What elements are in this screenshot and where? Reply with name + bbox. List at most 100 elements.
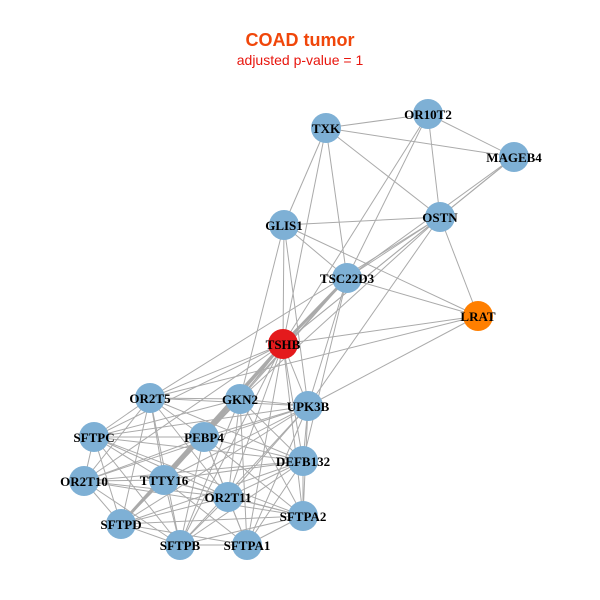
node-circle [135,383,165,413]
node-label: MAGEB4 [486,150,542,165]
node-label: UPK3B [287,399,330,414]
node-circle [288,446,318,476]
edge-TSC22D3-DEFB132 [302,277,348,462]
node-label: SFTPA1 [224,538,271,553]
edge-TXK-GLIS1 [283,127,327,226]
edge-LRAT-TSHB [282,315,479,345]
node-tshb: TSHB [266,329,301,359]
edge-TSHB-OR2T11 [227,343,284,498]
edge-GKN2-OR2T11 [227,398,241,498]
node-circle [232,530,262,560]
edge-OR2T11-SFTPD [120,496,229,525]
edge-OR10T2-OSTN [427,113,441,218]
edge-DEFB132-SFTPA1 [246,460,304,546]
edge-TTTY16-SFTPA1 [163,479,248,546]
edge-TSHB-OR2T5 [149,343,284,399]
node-label: TXK [312,121,341,136]
edge-TXK-MAGEB4 [325,127,515,158]
edge-OR10T2-TSC22D3 [346,113,429,279]
figure-subtitle: adjusted p-value = 1 [236,52,364,68]
node-circle [269,210,299,240]
node-or2t10: OR2T10 [60,466,108,496]
edge-PEBP4-OR2T10 [83,436,205,482]
node-sftpb: SFTPB [160,530,201,560]
node-label: OR2T11 [205,490,252,505]
node-circle [332,263,362,293]
node-label: PEBP4 [184,430,224,445]
edge-OR2T10-SFTPA2 [83,480,304,517]
edge-GKN2-SFTPC [93,398,241,438]
node-gkn2: GKN2 [222,384,258,414]
node-circle [413,99,443,129]
node-pebp4: PEBP4 [184,422,224,452]
node-circle [288,501,318,531]
edge-UPK3B-SFTPA1 [246,405,309,546]
node-sftpc: SFTPC [73,422,115,452]
node-label: TSHB [266,337,301,352]
edge-UPK3B-SFTPC [93,405,309,438]
edge-TXK-TSC22D3 [325,127,348,279]
node-circle [106,509,136,539]
edge-UPK3B-SFTPD [120,405,309,525]
node-or2t11: OR2T11 [205,482,252,512]
edge-TXK-OR10T2 [325,113,429,129]
edge-LRAT-OR2T5 [149,315,479,399]
edge-TSHB-SFTPB [179,343,284,546]
edge-SFTPA2-SFTPB [179,515,304,546]
edge-LRAT-UPK3B [307,315,479,407]
node-sftpd: SFTPD [100,509,142,539]
node-sftpa2: SFTPA2 [280,501,327,531]
edge-PEBP4-DEFB132 [203,436,304,462]
node-label: OSTN [422,210,458,225]
edge-UPK3B-PEBP4 [203,405,309,438]
edge-OSTN-GLIS1 [283,216,441,226]
node-label: LRAT [460,309,495,324]
edge-SFTPC-SFTPB [93,436,181,546]
node-tsc22d3: TSC22D3 [320,263,375,293]
edge-TSHB-DEFB132 [282,343,304,462]
node-label: DEFB132 [276,454,330,469]
node-label: GKN2 [222,392,258,407]
edge-GLIS1-LRAT [283,224,479,317]
node-defb132: DEFB132 [276,446,330,476]
node-mageb4: MAGEB4 [486,142,542,172]
node-circle [463,301,493,331]
node-label: SFTPA2 [280,509,327,524]
edge-OSTN-UPK3B [307,216,441,407]
edge-SFTPC-SFTPA2 [93,436,304,517]
edge-GLIS1-TSHB [282,224,285,345]
edge-TSC22D3-UPK3B [307,277,348,407]
edge-DEFB132-TTTY16 [163,460,304,481]
node-circle [165,530,195,560]
edge-TSC22D3-PEBP4 [203,277,348,438]
edge-OR10T2-MAGEB4 [427,113,515,158]
node-circle [311,113,341,143]
edge-OR10T2-TSHB [282,113,429,345]
edge-TSHB-SFTPC [93,343,284,438]
node-circle [69,466,99,496]
node-circle [425,202,455,232]
edge-PEBP4-SFTPB [179,436,205,546]
node-glis1: GLIS1 [265,210,303,240]
edge-GLIS1-GKN2 [239,224,285,400]
edge-PEBP4-SFTPA2 [203,436,304,517]
edge-GKN2-SFTPA1 [239,398,248,546]
edge-SFTPA2-SFTPD [120,515,304,525]
node-upk3b: UPK3B [287,391,330,421]
figure-title: COAD tumor [245,30,355,50]
node-circle [499,142,529,172]
edge-GLIS1-UPK3B [283,224,309,407]
node-ttty16: TTTY16 [140,465,189,495]
edge-UPK3B-SFTPB [179,405,309,546]
node-label: SFTPB [160,538,201,553]
node-circle [293,391,323,421]
edge-DEFB132-OR2T10 [83,460,304,482]
node-label: SFTPC [73,430,114,445]
node-circle [268,329,298,359]
edge-TSC22D3-LRAT [346,277,479,317]
node-ostn: OSTN [422,202,458,232]
node-label: OR2T10 [60,474,108,489]
edge-OR2T5-DEFB132 [149,397,304,462]
node-circle [213,482,243,512]
